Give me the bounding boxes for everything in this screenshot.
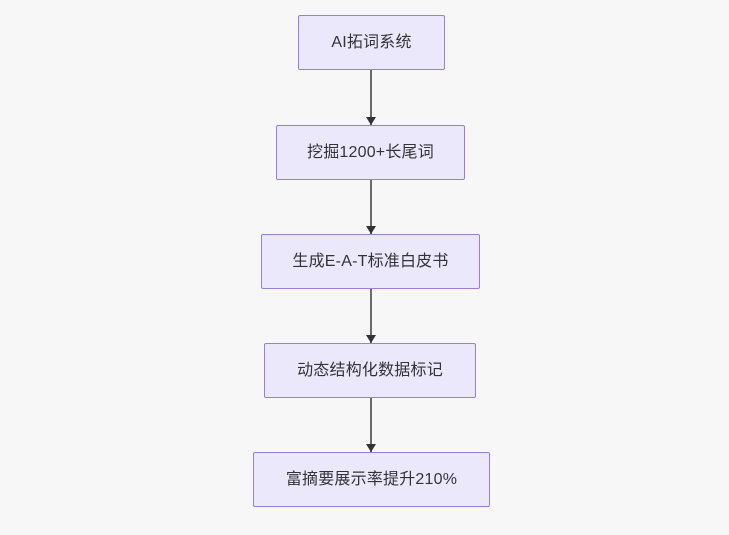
flow-node-rich-snippet-impression-lift[interactable]: 富摘要展示率提升210% [253, 452, 490, 507]
edge-line [370, 289, 372, 343]
arrowhead-icon [366, 335, 376, 343]
flow-node-generate-eat-whitepaper[interactable]: 生成E-A-T标准白皮书 [261, 234, 480, 289]
flow-node-label: 富摘要展示率提升210% [285, 470, 458, 488]
edge-line [370, 398, 372, 452]
arrowhead-icon [366, 226, 376, 234]
flow-edge-1-to-2 [361, 70, 381, 125]
flow-edge-3-to-4 [361, 289, 381, 343]
flow-node-mine-longtail-keywords[interactable]: 挖掘1200+长尾词 [276, 125, 465, 180]
flow-node-label: 生成E-A-T标准白皮书 [292, 252, 449, 270]
flow-node-label: AI拓词系统 [331, 33, 412, 51]
arrowhead-icon [366, 444, 376, 452]
edge-line [370, 70, 372, 125]
edge-line [370, 180, 372, 234]
arrowhead-icon [366, 117, 376, 125]
flow-edge-2-to-3 [361, 180, 381, 234]
flow-node-dynamic-structured-data-markup[interactable]: 动态结构化数据标记 [264, 343, 476, 398]
flow-edge-4-to-5 [361, 398, 381, 452]
flow-node-ai-keyword-system[interactable]: AI拓词系统 [298, 15, 445, 70]
flow-node-label: 动态结构化数据标记 [297, 361, 443, 379]
flow-node-label: 挖掘1200+长尾词 [307, 143, 434, 161]
